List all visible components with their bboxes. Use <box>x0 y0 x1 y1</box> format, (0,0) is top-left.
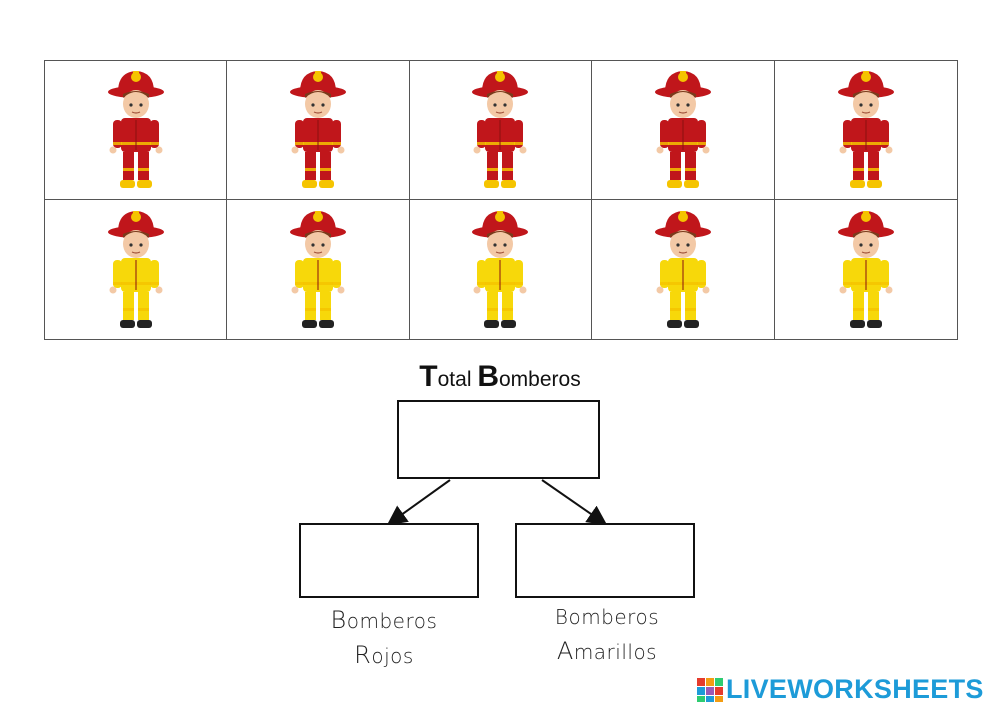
firefighter-yellow-icon <box>107 210 164 328</box>
title-cap-b: B <box>477 360 499 393</box>
firefighter-grid <box>44 60 958 340</box>
left-cap-b: B <box>330 606 347 634</box>
firefighter-yellow-icon <box>654 210 711 328</box>
arrow-right <box>541 479 608 526</box>
yellow-answer-input[interactable] <box>517 525 697 598</box>
grid-cell <box>45 61 228 200</box>
firefighter-red-icon <box>837 71 894 188</box>
title-cap-t: T <box>419 360 438 393</box>
total-bomberos-title: Total Bomberos <box>400 360 600 394</box>
firefighter-red-icon <box>290 71 347 188</box>
firefighter-red-icon <box>107 71 164 188</box>
grid-cell <box>410 200 593 339</box>
firefighter-yellow-icon <box>472 210 529 328</box>
total-answer-box[interactable] <box>397 400 602 479</box>
left-word-omberos: omberos <box>346 609 438 633</box>
liveworksheets-logo: LIVEWORKSHEETS <box>697 674 984 705</box>
firefighter-red-icon <box>654 71 711 188</box>
liveworksheets-wordmark: LIVEWORKSHEETS <box>726 674 984 704</box>
right-word-bomberos: Bomberos <box>554 605 660 629</box>
grid-cell <box>45 200 228 339</box>
red-answer-input[interactable] <box>301 525 481 598</box>
title-word-1: otal <box>437 368 478 391</box>
firefighter-yellow-icon <box>290 210 347 328</box>
grid-cell <box>775 200 957 339</box>
grid-cell <box>227 61 410 200</box>
right-word-marillos: marillos <box>573 640 658 664</box>
liveworksheets-logo-icon <box>697 677 723 702</box>
label-bomberos-amarillos: Bomberos Amarillos <box>527 600 687 669</box>
total-answer-input[interactable] <box>399 402 602 479</box>
yellow-answer-box[interactable] <box>515 523 697 598</box>
right-cap-a: A <box>556 637 574 665</box>
arrow-left <box>386 479 451 526</box>
grid-cell <box>409 61 593 200</box>
left-word-ojos: ojos <box>371 644 414 668</box>
grid-cell <box>592 200 775 339</box>
grid-cell <box>227 200 410 339</box>
left-cap-r: R <box>354 641 372 669</box>
firefighter-yellow-icon <box>837 210 894 328</box>
grid-cell <box>592 61 775 200</box>
red-answer-box[interactable] <box>299 523 481 598</box>
firefighter-red-icon <box>472 71 529 188</box>
grid-cell <box>774 61 957 200</box>
title-word-2: omberos <box>499 368 581 391</box>
label-bomberos-rojos: Bomberos Rojos <box>304 603 464 673</box>
